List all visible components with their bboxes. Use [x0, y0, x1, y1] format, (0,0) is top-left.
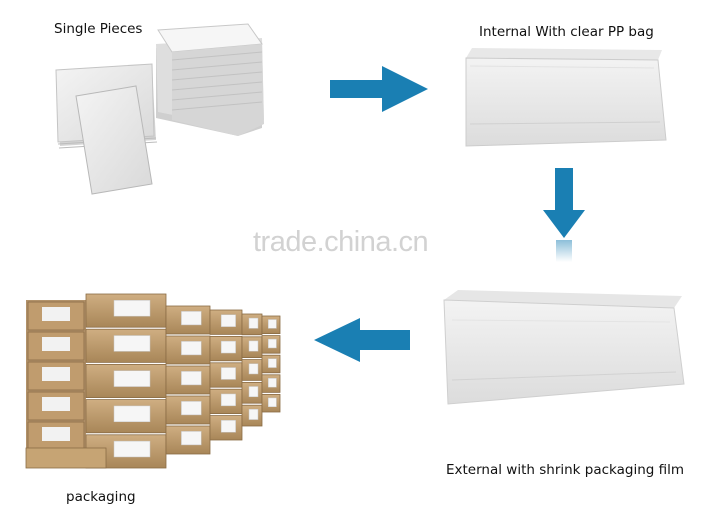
carton-label: [42, 367, 70, 381]
carton-label: [42, 427, 70, 441]
carton-label: [113, 440, 151, 458]
carton-label: [181, 311, 202, 326]
carton-label: [220, 314, 236, 327]
carton: [25, 447, 107, 469]
external-shrink-film-image: [443, 290, 685, 405]
carton-label: [268, 397, 277, 407]
arrow-left-icon: [314, 318, 410, 362]
internal-pp-bag-label: Internal With clear PP bag: [479, 24, 654, 40]
carton-label: [181, 401, 202, 416]
carton-label: [248, 317, 259, 329]
carton-label: [268, 319, 277, 329]
single-pieces-image: [55, 23, 264, 195]
carton-label: [268, 358, 277, 368]
carton-label: [42, 307, 70, 321]
carton-label: [248, 409, 259, 420]
carton-label: [268, 338, 277, 349]
carton-label: [42, 397, 70, 411]
card-stack-right: [156, 23, 264, 136]
carton-label: [181, 371, 202, 386]
carton-label: [220, 340, 236, 354]
watermark: trade.china.cn: [253, 226, 429, 258]
carton-label: [113, 370, 151, 387]
carton-label: [220, 393, 236, 407]
carton-label: [181, 431, 202, 446]
carton-label: [113, 405, 151, 423]
carton-label: [42, 337, 70, 351]
carton-label: [220, 420, 236, 433]
carton-label: [248, 386, 259, 398]
carton-label: [113, 300, 151, 317]
carton-label: [113, 335, 151, 352]
carton: [209, 415, 243, 441]
single-pieces-label: Single Pieces: [54, 21, 143, 37]
carton-label: [220, 367, 236, 380]
internal-pp-bag-image: [465, 48, 667, 147]
single-card: [75, 85, 153, 195]
carton-label: [181, 341, 202, 356]
carton-label: [248, 340, 259, 352]
packaging-boxes-image: [25, 293, 281, 469]
carton-label: [248, 363, 259, 375]
carton: [85, 293, 167, 328]
external-shrink-film-label: External with shrink packaging film: [446, 462, 685, 478]
packaging-label: packaging: [66, 489, 136, 505]
carton-label: [268, 378, 277, 388]
arrow-down-icon: [543, 168, 585, 262]
arrow-right-icon: [330, 66, 428, 112]
carton: [27, 331, 85, 361]
